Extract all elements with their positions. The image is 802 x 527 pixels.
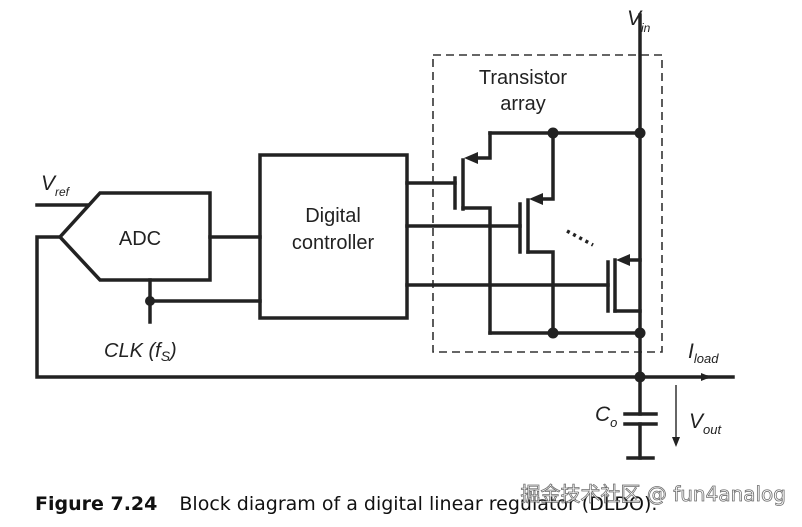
node: [634, 127, 646, 139]
vout-label: Vout: [689, 410, 722, 437]
clk-node: [145, 296, 155, 306]
vref-label: Vref: [41, 172, 71, 199]
pmos-transistor-2: [518, 131, 555, 335]
adc-label: ADC: [119, 228, 161, 250]
watermark: 掘金技术社区 @ fun4analog: [520, 482, 786, 506]
controller-label-line2: controller: [292, 232, 375, 254]
pmos-transistor-3: [606, 254, 642, 313]
clk-label: CLK (fS): [104, 340, 177, 364]
array-label-line2: array: [500, 93, 546, 115]
iload-label: Iload: [688, 340, 719, 366]
digital-controller-block: [258, 153, 409, 320]
co-label: Co: [595, 403, 617, 430]
array-label-line1: Transistor: [479, 67, 568, 89]
node: [634, 327, 646, 339]
transistor-array-boundary: [432, 54, 663, 353]
controller-label-line1: Digital: [305, 205, 361, 227]
feedback-wire: [35, 235, 642, 379]
vin-label: Vin: [627, 7, 651, 35]
ellipsis-dots: [566, 229, 594, 247]
pmos-transistor-1: [453, 131, 492, 335]
adc-block: [57, 191, 212, 282]
output-capacitor: [623, 375, 658, 460]
